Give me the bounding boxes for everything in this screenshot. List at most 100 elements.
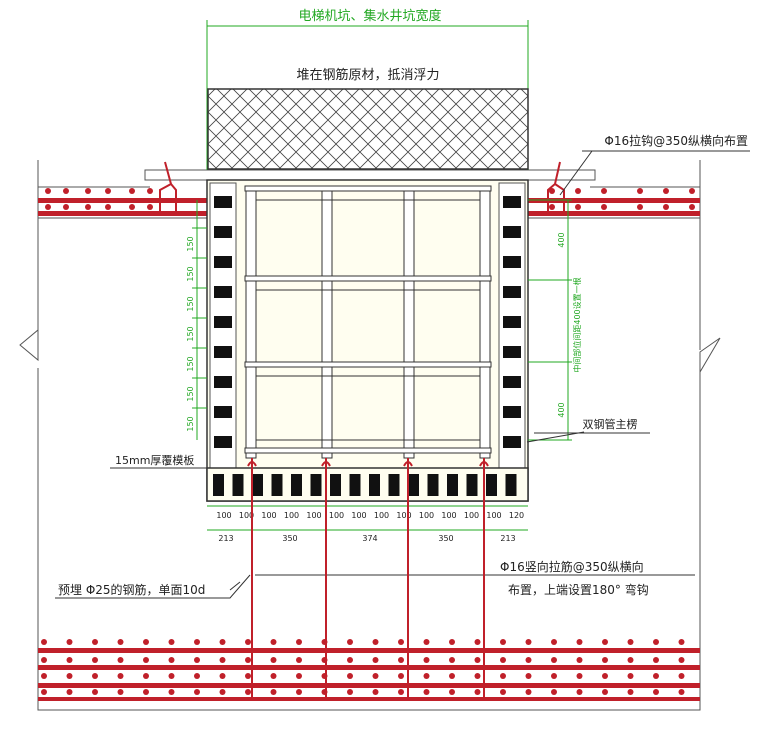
rebar-dot bbox=[678, 673, 685, 679]
rebar-dot bbox=[525, 673, 532, 679]
rebar-dot bbox=[347, 657, 353, 663]
wall-stud bbox=[214, 436, 232, 448]
rebar-dot bbox=[147, 204, 153, 210]
bottom-stud bbox=[213, 474, 224, 496]
wall-stud bbox=[503, 346, 521, 358]
rebar-dot bbox=[85, 188, 91, 194]
rebar-dot bbox=[92, 639, 98, 645]
rebar-dot bbox=[245, 639, 251, 645]
rebar-dot bbox=[296, 673, 302, 679]
rebar-dot bbox=[194, 657, 200, 663]
rebar-dot bbox=[653, 673, 659, 679]
rebar-dot bbox=[63, 188, 69, 194]
rebar-dot bbox=[602, 689, 608, 695]
rebar-dot bbox=[143, 639, 149, 645]
rebar-dot bbox=[474, 673, 481, 679]
rebar-dot bbox=[117, 689, 124, 695]
rebar-dot bbox=[689, 188, 695, 194]
bottom-dim-total: 350 bbox=[438, 534, 453, 543]
rebar-dot bbox=[500, 639, 506, 645]
left-dim-value: 150 bbox=[186, 266, 195, 281]
rebar-dot bbox=[245, 689, 251, 695]
bottom-stud bbox=[330, 474, 341, 496]
rebar-dot bbox=[219, 657, 226, 663]
rebar-dot bbox=[449, 673, 455, 679]
bottom-stud bbox=[505, 474, 517, 496]
rebar-dot bbox=[398, 673, 404, 679]
rebar-dot bbox=[143, 689, 149, 695]
right-top-callout: Φ16拉钩@350纵横向布置 bbox=[604, 133, 748, 148]
rebar-dot bbox=[575, 188, 581, 194]
rebar-dot bbox=[663, 188, 669, 194]
rebar-dot bbox=[423, 657, 430, 663]
rebar-dot bbox=[576, 639, 583, 645]
rebar-dot bbox=[194, 689, 200, 695]
rebar-dot bbox=[117, 639, 124, 645]
bottom-dim-total: 350 bbox=[282, 534, 297, 543]
rebar-dot bbox=[85, 204, 91, 210]
bottom-stud bbox=[427, 474, 439, 496]
rebar-dot bbox=[63, 204, 69, 210]
rebar-dot bbox=[347, 673, 353, 679]
rebar-dot bbox=[653, 639, 659, 645]
rebar-dot bbox=[627, 657, 634, 663]
rebar-dot bbox=[270, 673, 277, 679]
wall-stud bbox=[503, 316, 521, 328]
bottom-dim-value: 100 bbox=[306, 511, 321, 520]
bottom-dim-value: 100 bbox=[216, 511, 231, 520]
rebar-dot bbox=[678, 639, 685, 645]
bottom-dim-value: 100 bbox=[374, 511, 389, 520]
anchor-hook-left bbox=[159, 161, 177, 215]
wall-studs bbox=[214, 196, 521, 448]
rebar-dot bbox=[551, 689, 557, 695]
wall-stud bbox=[214, 286, 232, 298]
vertical-bar-callout-2: 布置，上端设置180° 弯钩 bbox=[508, 582, 649, 597]
bottom-stud bbox=[252, 474, 263, 496]
right-dim-middle: 中间部位间距400设置一根 bbox=[572, 277, 582, 372]
rebar-dot bbox=[602, 639, 608, 645]
bottom-stud bbox=[369, 474, 380, 496]
rebar-dot bbox=[347, 639, 353, 645]
rebar-dot bbox=[66, 639, 73, 645]
bottom-dim-value: 100 bbox=[486, 511, 501, 520]
bottom-stud bbox=[310, 474, 322, 496]
rebar-dot bbox=[296, 657, 302, 663]
bottom-dim-total: 213 bbox=[500, 534, 515, 543]
lower-rebar bbox=[38, 648, 700, 701]
rebar-dot bbox=[576, 673, 583, 679]
bottom-dim-value: 100 bbox=[284, 511, 299, 520]
wall-stud bbox=[503, 286, 521, 298]
rebar-dot bbox=[601, 188, 607, 194]
rebar-dot bbox=[627, 673, 634, 679]
rebar-dot bbox=[551, 639, 557, 645]
bottom-stud bbox=[232, 474, 244, 496]
rebar-dot bbox=[105, 204, 111, 210]
rebar-dot bbox=[372, 673, 379, 679]
ballast-rebar-block bbox=[207, 88, 529, 170]
vertical-bar-callout-1: Φ16竖向拉筋@350纵横向 bbox=[500, 559, 644, 574]
rebar-dot bbox=[296, 689, 302, 695]
rebar-dot bbox=[549, 188, 555, 194]
rebar-dot bbox=[347, 689, 353, 695]
rebar-dot bbox=[423, 689, 430, 695]
double-pipe-callout: 双钢管主楞 bbox=[583, 417, 638, 431]
rebar-dot bbox=[66, 657, 73, 663]
bottom-stud bbox=[291, 474, 302, 496]
rebar-dot bbox=[449, 639, 455, 645]
rebar-dot bbox=[117, 657, 124, 663]
formwork-callout: 15mm厚覆模板 bbox=[115, 453, 194, 467]
rebar-dot bbox=[653, 689, 659, 695]
rebar-dot bbox=[663, 204, 669, 210]
upper-rebar-left bbox=[38, 198, 208, 216]
rebar-dot bbox=[270, 657, 277, 663]
rebar-dot bbox=[627, 639, 634, 645]
bottom-dim-value: 100 bbox=[464, 511, 479, 520]
rebar-dot bbox=[117, 673, 124, 679]
wall-stud bbox=[214, 316, 232, 328]
left-dim-value: 150 bbox=[186, 296, 195, 311]
wall-stud bbox=[503, 376, 521, 388]
wall-stud bbox=[214, 346, 232, 358]
rebar-dot bbox=[168, 673, 175, 679]
wall-stud bbox=[503, 226, 521, 238]
